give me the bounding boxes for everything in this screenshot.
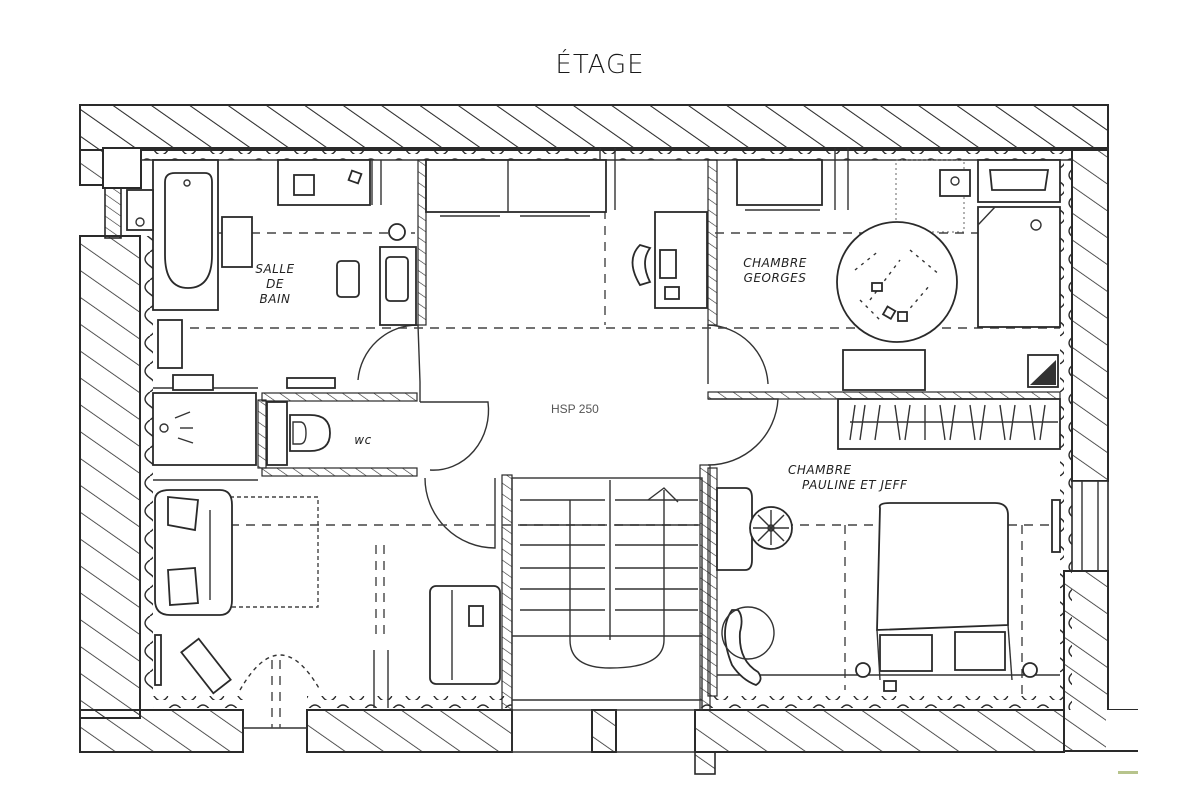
office-fixtures xyxy=(425,159,823,309)
wc-fixtures xyxy=(266,401,331,466)
georges-fixtures xyxy=(836,159,1061,391)
accent-mark xyxy=(1118,771,1138,774)
room-label-chambre-pauline-jeff: CHAMBRE PAULINE ET JEFF xyxy=(788,463,908,492)
living-fixtures xyxy=(154,489,501,728)
room-label-chambre-georges: CHAMBRE GEORGES xyxy=(743,256,807,285)
interior-partitions xyxy=(153,148,1061,711)
room-label-salle-de-bain: SALLE DE BAIN xyxy=(255,262,295,306)
staircase xyxy=(511,477,703,711)
room-label-wc: WC xyxy=(354,433,372,447)
bathroom-fixtures xyxy=(126,159,417,466)
floor-title: ÉTAGE xyxy=(555,50,645,80)
exterior-walls xyxy=(79,104,1138,775)
insulation-lining xyxy=(141,148,1072,710)
window-right xyxy=(1106,710,1138,750)
ceiling-height-label: HSP 250 xyxy=(551,402,599,416)
pauline-fixtures xyxy=(716,398,1061,692)
